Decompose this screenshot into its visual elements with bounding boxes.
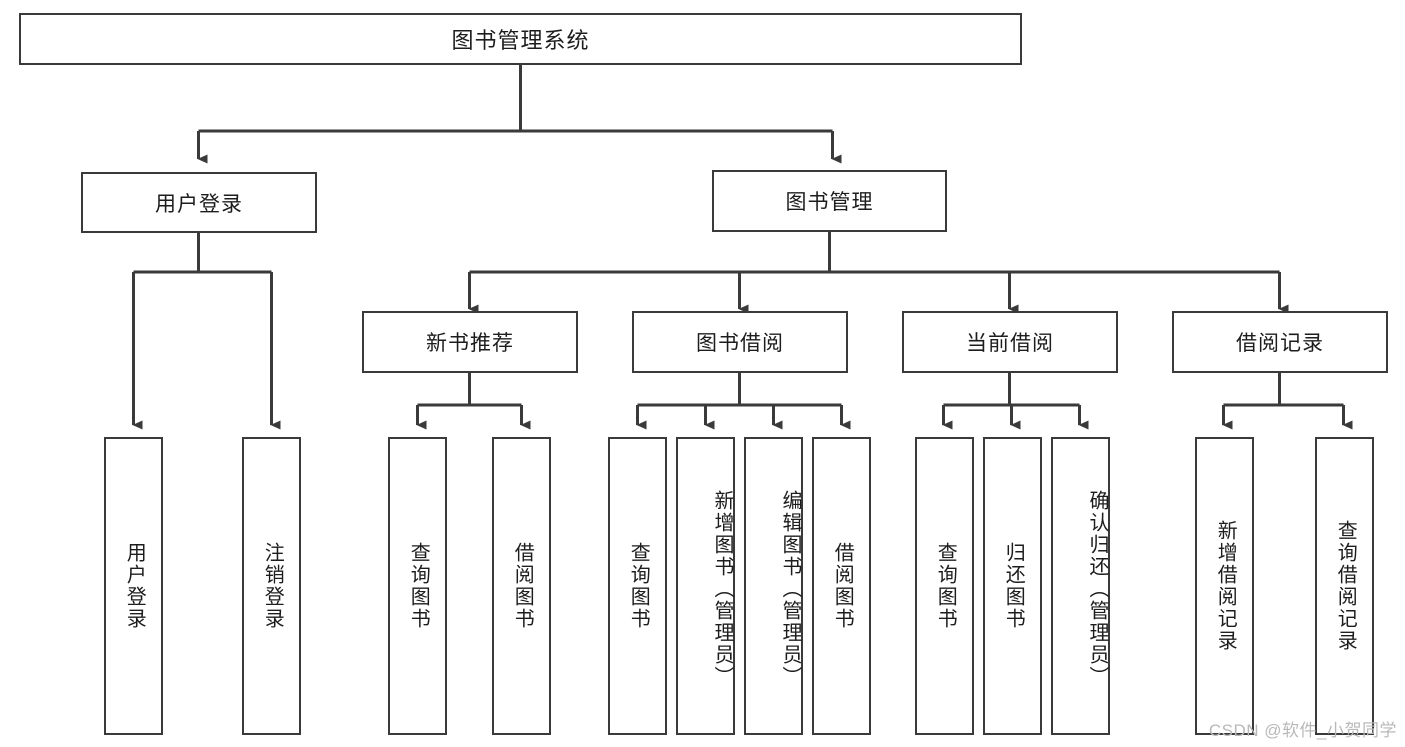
leaf-new-book-query-books[interactable]: 查询图书	[388, 437, 447, 735]
leaf-current-borrow-query-books[interactable]: 查询图书	[915, 437, 974, 735]
leaf-current-borrow-return-books[interactable]: 归还图书	[983, 437, 1042, 735]
node-book-management-label: 图书管理	[785, 191, 874, 214]
node-book-borrowing[interactable]: 图书借阅	[632, 311, 848, 373]
leaf-label: 查询图书	[934, 542, 957, 630]
csdn-watermark: CSDN @软件_小贺同学	[1208, 721, 1397, 740]
leaf-label: 新增借阅记录	[1214, 520, 1237, 652]
leaf-label: 新增图书（管理员）	[711, 490, 733, 688]
leaf-new-book-borrow-books[interactable]: 借阅图书	[492, 437, 551, 735]
node-book-borrowing-label: 图书借阅	[696, 332, 784, 355]
leaf-label: 查询借阅记录	[1334, 520, 1357, 652]
leaf-label: 归还图书	[1002, 542, 1025, 630]
leaf-book-borrow-edit-book-admin[interactable]: 编辑图书（管理员）	[744, 437, 803, 735]
node-root-book-management-system[interactable]: 图书管理系统	[19, 13, 1022, 65]
leaf-user-login-signin[interactable]: 用户登录	[104, 437, 163, 735]
node-new-book-recommendation-label: 新书推荐	[426, 332, 514, 355]
leaf-label: 查询图书	[627, 542, 650, 630]
node-root-label: 图书管理系统	[451, 28, 590, 53]
leaf-user-login-signout[interactable]: 注销登录	[242, 437, 301, 735]
leaf-label: 借阅图书	[511, 542, 534, 630]
leaf-label: 确认归还（管理员）	[1086, 490, 1108, 688]
node-current-borrowing[interactable]: 当前借阅	[902, 311, 1118, 373]
leaf-borrow-record-add-record[interactable]: 新增借阅记录	[1195, 437, 1254, 735]
node-user-login[interactable]: 用户登录	[81, 172, 317, 233]
leaf-book-borrow-add-book-admin[interactable]: 新增图书（管理员）	[676, 437, 735, 735]
node-borrowing-record[interactable]: 借阅记录	[1172, 311, 1388, 373]
leaf-book-borrow-query-books[interactable]: 查询图书	[608, 437, 667, 735]
leaf-label: 借阅图书	[831, 542, 854, 630]
leaf-label: 编辑图书（管理员）	[779, 490, 801, 688]
leaf-book-borrow-borrow-books[interactable]: 借阅图书	[812, 437, 871, 735]
node-borrowing-record-label: 借阅记录	[1236, 332, 1324, 355]
node-book-management[interactable]: 图书管理	[712, 170, 947, 232]
node-user-login-label: 用户登录	[155, 192, 243, 216]
node-new-book-recommendation[interactable]: 新书推荐	[362, 311, 578, 373]
leaf-current-borrow-confirm-return-admin[interactable]: 确认归还（管理员）	[1051, 437, 1110, 735]
leaf-label: 用户登录	[123, 542, 146, 630]
leaf-label: 注销登录	[261, 542, 284, 630]
node-current-borrowing-label: 当前借阅	[966, 332, 1054, 355]
leaf-borrow-record-query-record[interactable]: 查询借阅记录	[1315, 437, 1374, 735]
leaf-label: 查询图书	[407, 542, 430, 630]
